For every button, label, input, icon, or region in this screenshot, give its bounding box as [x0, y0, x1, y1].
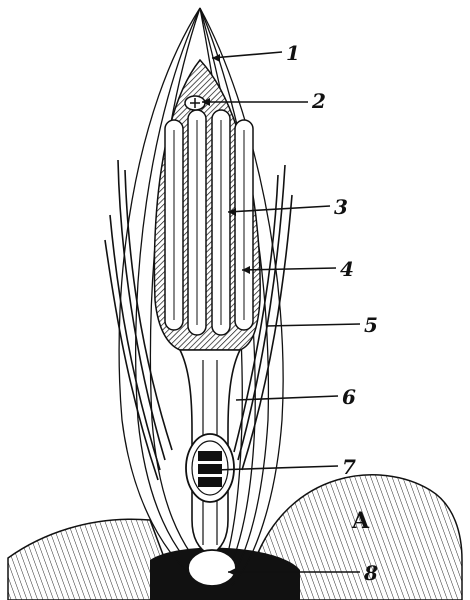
leader-line-4 — [241, 267, 337, 271]
callout-7: 7 — [342, 455, 356, 479]
callout-6: 6 — [342, 385, 356, 409]
callout-3: 3 — [334, 195, 348, 219]
callout-4: 4 — [340, 257, 354, 281]
leader-line-3 — [227, 205, 331, 213]
right-bract-strands — [233, 164, 293, 471]
leader-line-7 — [214, 465, 339, 471]
basal-bulb — [187, 549, 237, 587]
ground-right-mound — [254, 474, 463, 600]
callout-5: 5 — [364, 313, 378, 337]
leader-lines — [202, 51, 361, 573]
callout-8: 8 — [363, 561, 378, 585]
leader-line-6 — [235, 395, 339, 401]
region-label-a: A — [351, 508, 370, 534]
callout-2: 2 — [311, 89, 326, 113]
stamens — [164, 109, 254, 336]
leader-line-1 — [211, 51, 283, 59]
stigma — [184, 95, 206, 111]
leader-arrowheads — [202, 54, 250, 576]
ovary — [185, 433, 235, 503]
leader-line-5 — [265, 323, 361, 327]
left-bract-strands — [104, 159, 173, 481]
callout-1: 1 — [286, 41, 300, 65]
